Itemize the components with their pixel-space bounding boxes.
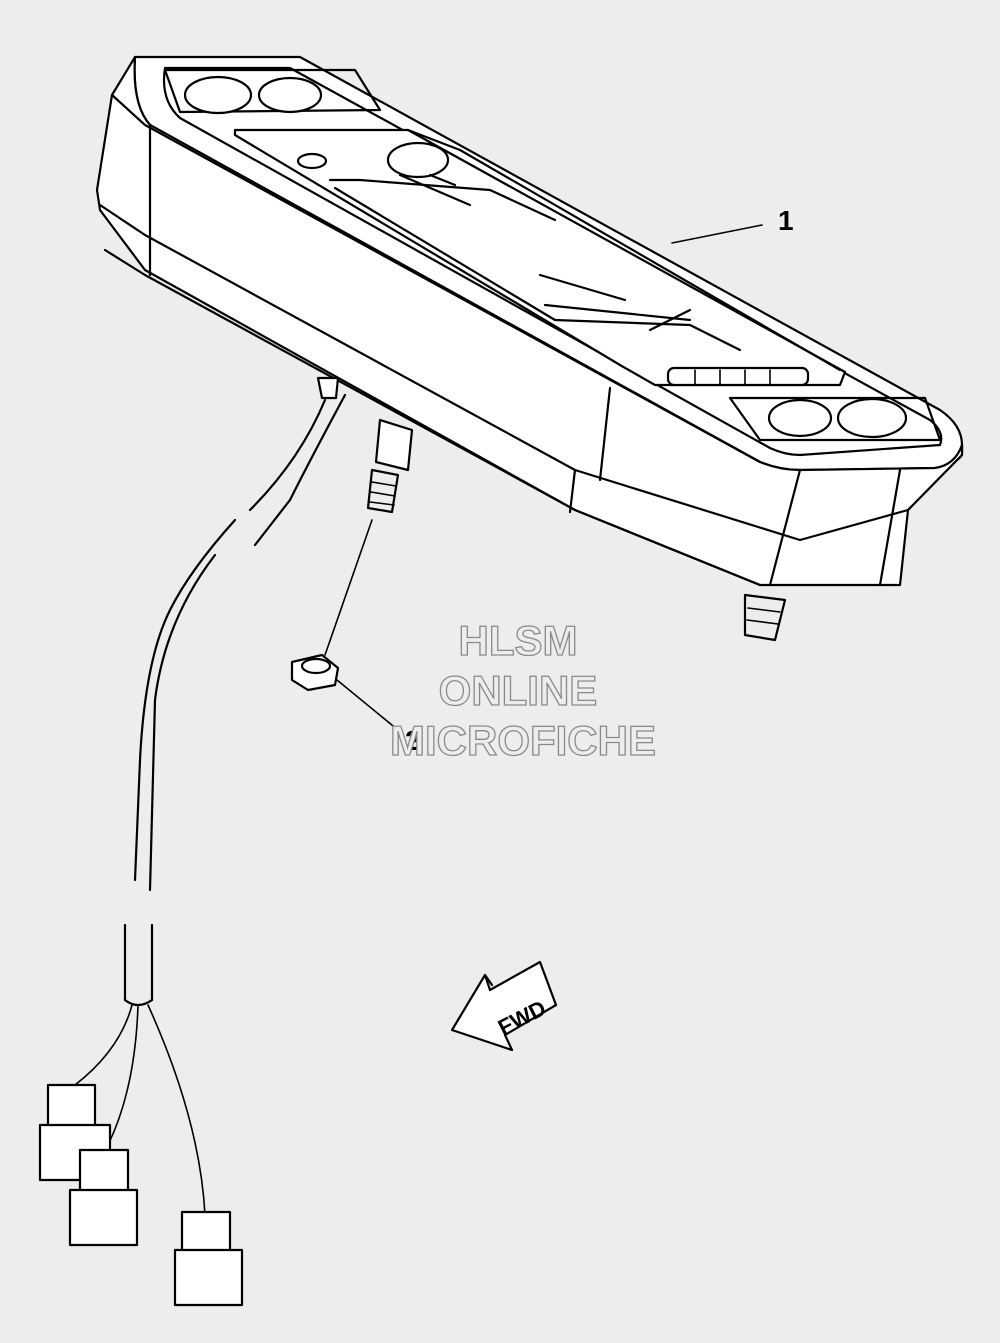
- fwd-arrow-icon: FWD: [450, 960, 558, 1052]
- watermark-line-3: MICROFICHE: [390, 717, 656, 764]
- callout-1-label: 1: [778, 205, 794, 236]
- callout-1: 1: [671, 205, 794, 244]
- watermark-line-1: HLSM: [459, 617, 578, 664]
- flange-nut: [290, 519, 373, 692]
- watermark: HLSM ONLINE MICROFICHE: [389, 616, 656, 764]
- callout-2-label: 2: [405, 725, 421, 756]
- callout-2: 2: [336, 679, 421, 756]
- wire-harness: [38, 393, 347, 1307]
- watermark-line-2: ONLINE: [439, 667, 598, 714]
- meter-assembly: [95, 55, 964, 642]
